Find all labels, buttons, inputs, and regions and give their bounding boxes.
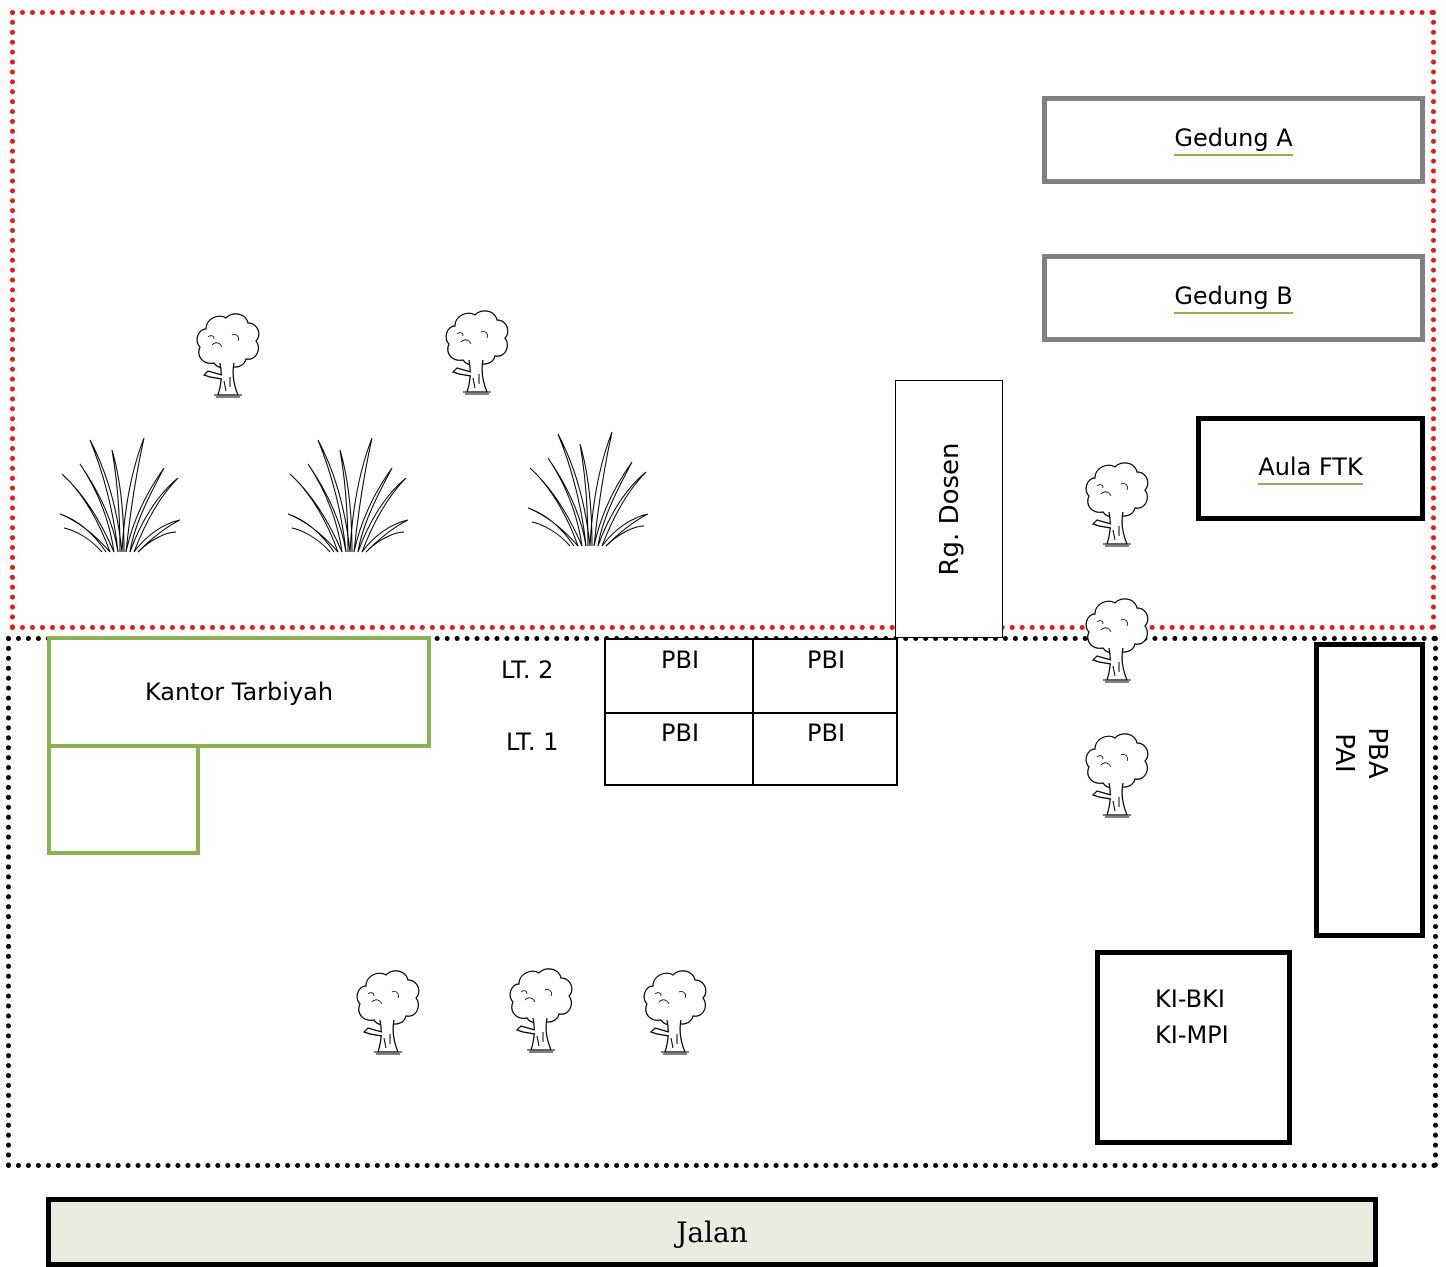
building-kantor-annex[interactable] — [47, 744, 200, 855]
tree-icon — [1081, 731, 1151, 821]
ki-bki-label: KI-BKI — [1155, 985, 1225, 1013]
tree-icon — [352, 968, 422, 1058]
gedung-b-label: Gedung B — [1174, 282, 1293, 314]
rg-dosen-label: Rg. Dosen — [935, 442, 965, 576]
pba-label: PBA — [1362, 727, 1392, 779]
pbi-divider-horizontal — [606, 712, 896, 714]
building-pba-pai[interactable]: PBA PAI — [1314, 642, 1425, 938]
pbi-room-label: PBI — [661, 646, 700, 674]
tree-icon — [441, 308, 511, 398]
floor-label-lt1: LT. 1 — [506, 728, 559, 756]
aula-ftk-label: Aula FTK — [1258, 453, 1363, 485]
tree-icon — [192, 311, 262, 401]
building-kantor-tarbiyah[interactable]: Kantor Tarbiyah — [47, 636, 431, 748]
tree-icon — [1081, 596, 1151, 686]
road-jalan: Jalan — [46, 1197, 1378, 1267]
upper-zone-boundary — [10, 10, 1436, 630]
floor-label-lt2: LT. 2 — [501, 656, 554, 684]
grass-icon — [288, 434, 408, 554]
building-aula-ftk[interactable]: Aula FTK — [1196, 416, 1425, 521]
grass-icon — [528, 428, 648, 548]
gedung-a-label: Gedung A — [1174, 124, 1293, 156]
pai-label: PAI — [1329, 733, 1359, 773]
building-gedung-a[interactable]: Gedung A — [1042, 96, 1425, 184]
pbi-room-label: PBI — [807, 719, 846, 747]
tree-icon — [505, 966, 575, 1056]
kantor-tarbiyah-label: Kantor Tarbiyah — [144, 678, 334, 706]
ki-mpi-label: KI-MPI — [1155, 1021, 1229, 1049]
building-ki[interactable]: KI-BKI KI-MPI — [1095, 950, 1292, 1145]
building-rg-dosen[interactable]: Rg. Dosen — [895, 380, 1003, 638]
building-pbi[interactable]: PBI PBI PBI PBI — [604, 638, 898, 786]
pbi-room-label: PBI — [661, 719, 700, 747]
tree-icon — [639, 968, 709, 1058]
pbi-room-label: PBI — [807, 646, 846, 674]
tree-icon — [1081, 460, 1151, 550]
grass-icon — [60, 434, 180, 554]
building-gedung-b[interactable]: Gedung B — [1042, 254, 1425, 342]
road-label: Jalan — [676, 1215, 748, 1249]
